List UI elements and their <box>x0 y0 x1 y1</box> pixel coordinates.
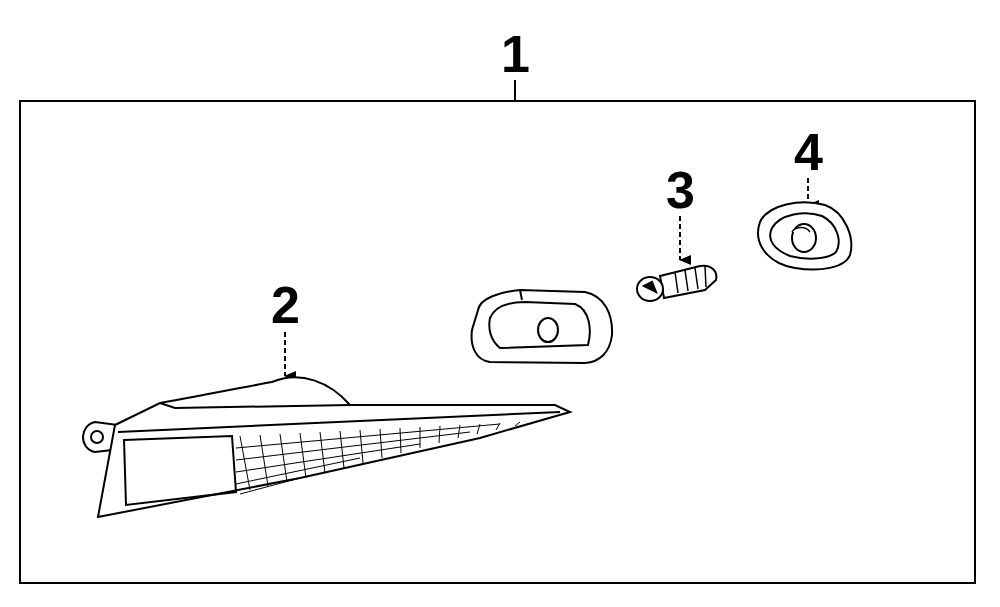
assembly-frame <box>20 101 975 583</box>
lamp-lens <box>83 377 570 517</box>
lamp-bulb <box>637 266 716 301</box>
lamp-gasket <box>758 202 851 269</box>
leader-line <box>514 80 516 101</box>
lamp-socket <box>472 290 613 363</box>
callout-number: 2 <box>271 279 300 331</box>
leader-arrow <box>679 216 681 260</box>
leader-arrow <box>807 178 809 205</box>
callout-number: 4 <box>794 126 823 178</box>
callout-number: 1 <box>501 28 530 80</box>
leader-arrow <box>284 332 286 376</box>
callout-number: 3 <box>666 164 695 216</box>
